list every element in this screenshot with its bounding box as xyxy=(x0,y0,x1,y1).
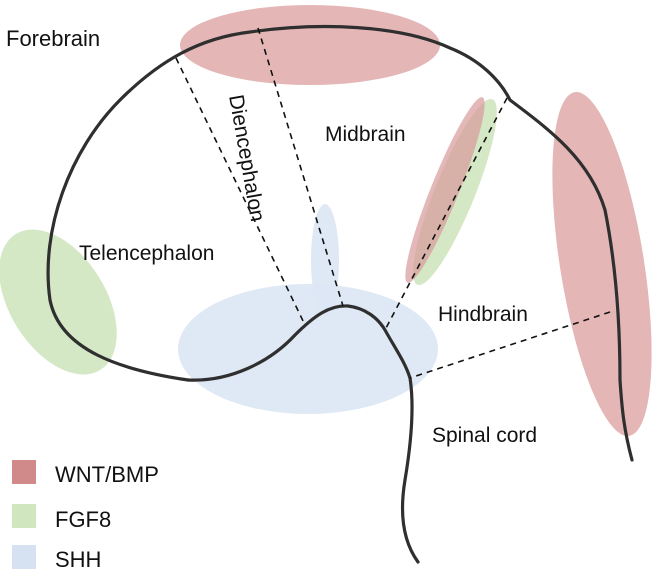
brain-outline xyxy=(46,24,634,564)
diencephalon-midbrain-boundary xyxy=(257,27,344,307)
region-boundaries xyxy=(175,27,611,379)
legend-swatch-wnt-bmp xyxy=(12,460,36,484)
legend-swatch-fgf8 xyxy=(12,504,36,528)
legend: WNT/BMP FGF8 SHH xyxy=(12,460,159,572)
wnt-bmp-region-isthmus xyxy=(405,97,485,283)
legend-item-wnt-bmp: WNT/BMP xyxy=(12,460,159,487)
dorsal-outline xyxy=(46,24,634,462)
wnt-bmp-region-roof xyxy=(180,5,440,85)
fgf8-region-anterior xyxy=(0,229,117,375)
midbrain-label: Midbrain xyxy=(325,123,406,146)
signaling-regions xyxy=(0,5,652,436)
ventral-outline xyxy=(186,304,420,564)
forebrain-label: Forebrain xyxy=(6,26,100,51)
diencephalon-label: Diencephalon xyxy=(224,93,269,223)
spinal-cord-label: Spinal cord xyxy=(432,424,537,447)
legend-label-wnt-bmp: WNT/BMP xyxy=(55,462,159,487)
shh-region-dorsal-extension xyxy=(311,204,339,316)
telencephalon-diencephalon-boundary xyxy=(175,57,306,326)
telencephalon-label: Telencephalon xyxy=(79,242,214,265)
legend-item-shh: SHH xyxy=(12,545,101,572)
legend-swatch-shh xyxy=(12,545,36,569)
wnt-bmp-region-hindbrain xyxy=(552,92,652,436)
hindbrain-spinal-cord-boundary xyxy=(409,311,611,379)
legend-label-shh: SHH xyxy=(55,547,101,572)
legend-item-fgf8: FGF8 xyxy=(12,504,111,532)
legend-label-fgf8: FGF8 xyxy=(55,507,111,532)
hindbrain-label: Hindbrain xyxy=(438,303,528,326)
